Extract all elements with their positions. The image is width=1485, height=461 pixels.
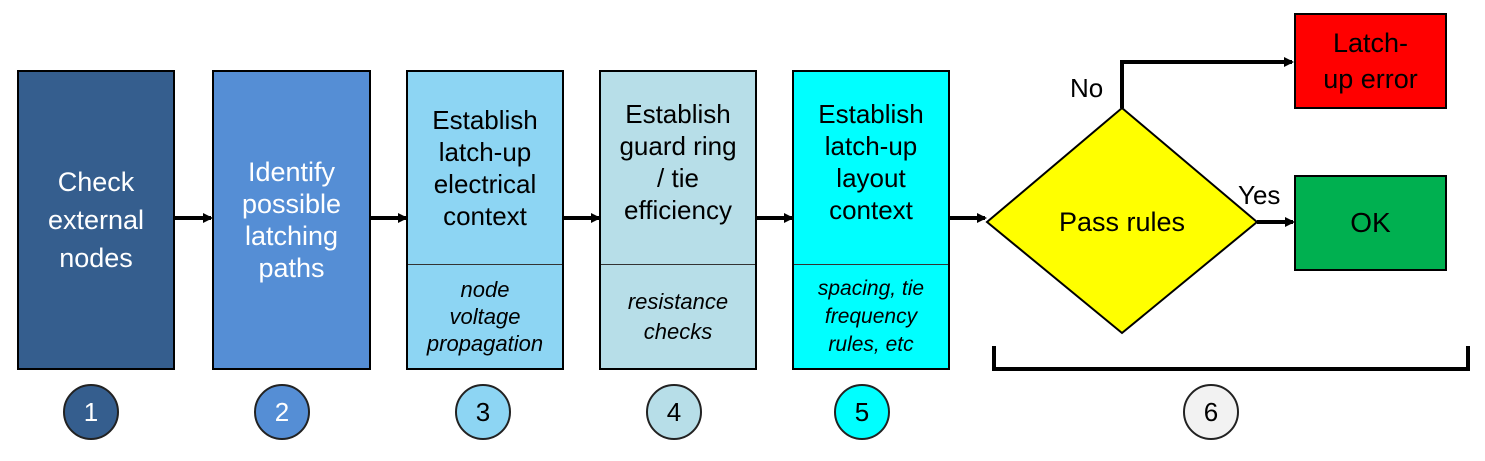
step-5-title: Establish latch-up layout context	[818, 99, 924, 225]
ok-label: OK	[1350, 207, 1391, 238]
no-label: No	[1070, 73, 1104, 103]
step-5-divider	[794, 264, 948, 265]
step-3-box: Establish latch-up electrical context no…	[406, 70, 564, 370]
latch-up-error-box: Latch- up error	[1294, 13, 1447, 109]
step-1-number: 1	[63, 384, 119, 440]
step-3-subtitle: node voltage propagation	[426, 277, 544, 356]
latch-up-error-label: Latch- up error	[1323, 28, 1418, 94]
bracket-6	[992, 346, 1470, 371]
step-5-subtitle: spacing, tie frequency rules, etc	[817, 276, 925, 356]
step-4-subtitle: resistance checks	[627, 288, 729, 344]
step-3-divider	[408, 264, 562, 265]
decision-diamond	[985, 106, 1259, 335]
step-3-number: 3	[455, 384, 511, 440]
step-1-box: Check external nodes	[17, 70, 175, 370]
yes-label: Yes	[1238, 180, 1281, 210]
step-5-number: 5	[834, 384, 890, 440]
step-2-number: 2	[254, 384, 310, 440]
step-2-box: Identify possible latching paths	[212, 70, 371, 370]
step-1-title: Check external nodes	[47, 167, 145, 273]
step-4-box: Establish guard ring / tie efficiency re…	[599, 70, 757, 370]
arrow-no	[1120, 57, 1294, 108]
step-2-title: Identify possible latching paths	[241, 157, 342, 283]
step-5-box: Establish latch-up layout context spacin…	[792, 70, 950, 370]
step-6-number: 6	[1183, 384, 1239, 440]
ok-box: OK	[1294, 175, 1447, 271]
step-4-number: 4	[646, 384, 702, 440]
step-4-divider	[601, 264, 755, 265]
step-3-title: Establish latch-up electrical context	[432, 105, 538, 231]
decision-label: Pass rules	[1058, 207, 1186, 237]
step-4-title: Establish guard ring / tie efficiency	[619, 99, 737, 225]
